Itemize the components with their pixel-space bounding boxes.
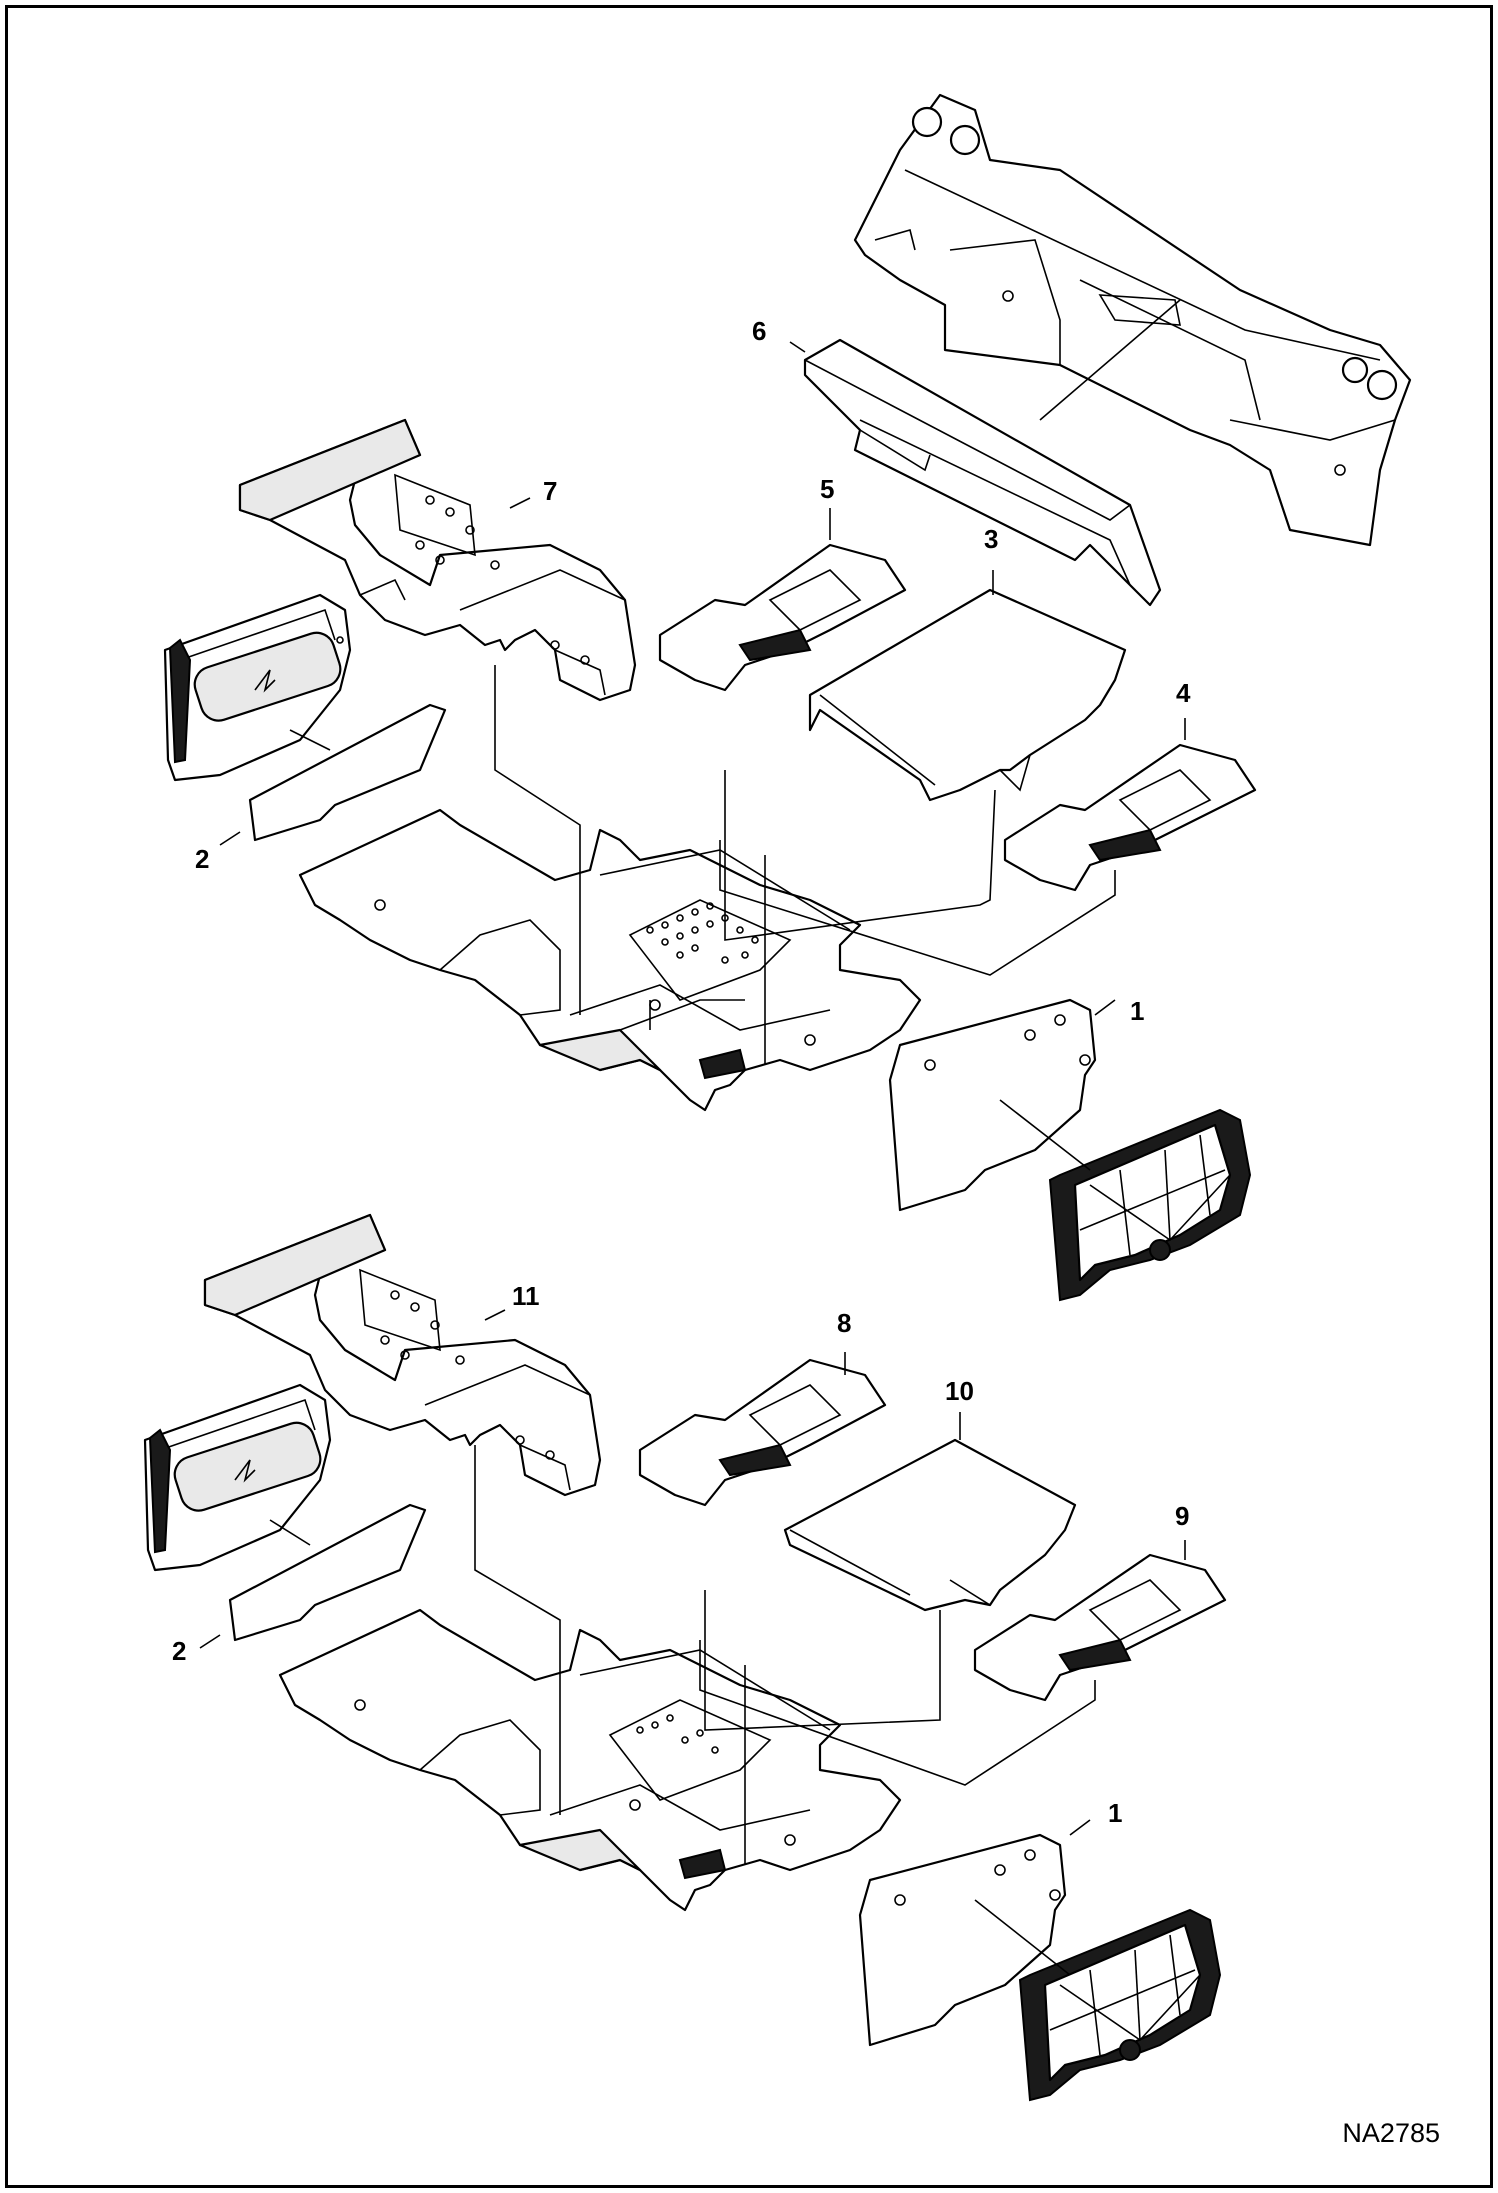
lower-left-door-panel bbox=[143, 1383, 332, 1572]
diagram-frame bbox=[5, 5, 1493, 2188]
part-2-upper-panel bbox=[248, 703, 447, 842]
callout-5: 5 bbox=[820, 474, 834, 504]
callout-labels: 6 7 5 3 4 2 1 11 8 10 9 2 1 bbox=[172, 316, 1191, 1828]
lower-floor-assembly bbox=[278, 1608, 902, 1912]
part-5-step bbox=[658, 543, 907, 692]
callout-11: 11 bbox=[512, 1281, 540, 1311]
part-4-step bbox=[1003, 743, 1257, 892]
part-11-bracket bbox=[203, 1213, 602, 1497]
upper-leader-lines bbox=[219, 299, 1186, 1171]
part-3-cover bbox=[808, 588, 1127, 802]
upper-floor-assembly bbox=[298, 808, 922, 1112]
callout-10: 10 bbox=[945, 1376, 974, 1406]
callout-7: 7 bbox=[543, 476, 557, 506]
floor-grating bbox=[646, 902, 759, 964]
part-8-step bbox=[638, 1358, 887, 1507]
callout-4: 4 bbox=[1176, 678, 1191, 708]
part-2-lower-panel bbox=[228, 1503, 427, 1642]
callout-1-upper: 1 bbox=[1130, 996, 1144, 1026]
figure-id-label: NA2785 bbox=[1342, 2118, 1440, 2148]
part-1-lower-side-panel bbox=[858, 1833, 1067, 2047]
chassis-frame bbox=[853, 93, 1412, 547]
lower-leader-lines bbox=[199, 1309, 1186, 1976]
part-7-bracket bbox=[238, 418, 637, 702]
upper-left-door-panel bbox=[163, 593, 352, 782]
callout-6: 6 bbox=[752, 316, 766, 346]
part-10-cover bbox=[783, 1438, 1077, 1612]
part-1-upper-side-panel bbox=[888, 998, 1097, 1212]
callout-8: 8 bbox=[837, 1308, 851, 1338]
callout-2-upper: 2 bbox=[195, 844, 209, 874]
callout-3: 3 bbox=[984, 524, 998, 554]
callout-2-lower: 2 bbox=[172, 1636, 186, 1666]
part-6-shield bbox=[803, 338, 1162, 607]
part-9-step bbox=[973, 1553, 1227, 1702]
part-1-lower-grille bbox=[1018, 1908, 1222, 2102]
callout-9: 9 bbox=[1175, 1501, 1189, 1531]
part-1-upper-grille bbox=[1048, 1108, 1252, 1302]
callout-1-lower: 1 bbox=[1108, 1798, 1122, 1828]
